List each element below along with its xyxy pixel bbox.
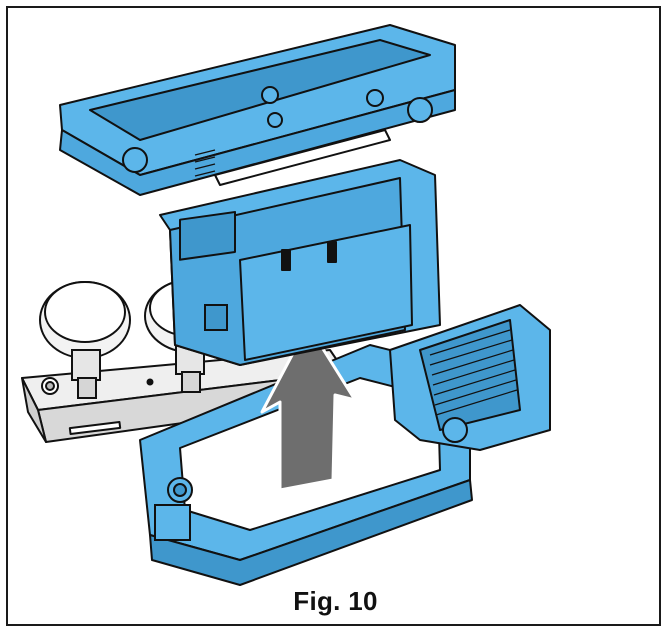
corner-clip-icon — [154, 304, 228, 541]
side-housing — [389, 304, 551, 451]
upper-housing — [59, 24, 456, 366]
figure-caption: Fig. 10 — [293, 586, 378, 616]
up-arrow-icon — [260, 323, 357, 492]
knob-left — [39, 281, 131, 399]
